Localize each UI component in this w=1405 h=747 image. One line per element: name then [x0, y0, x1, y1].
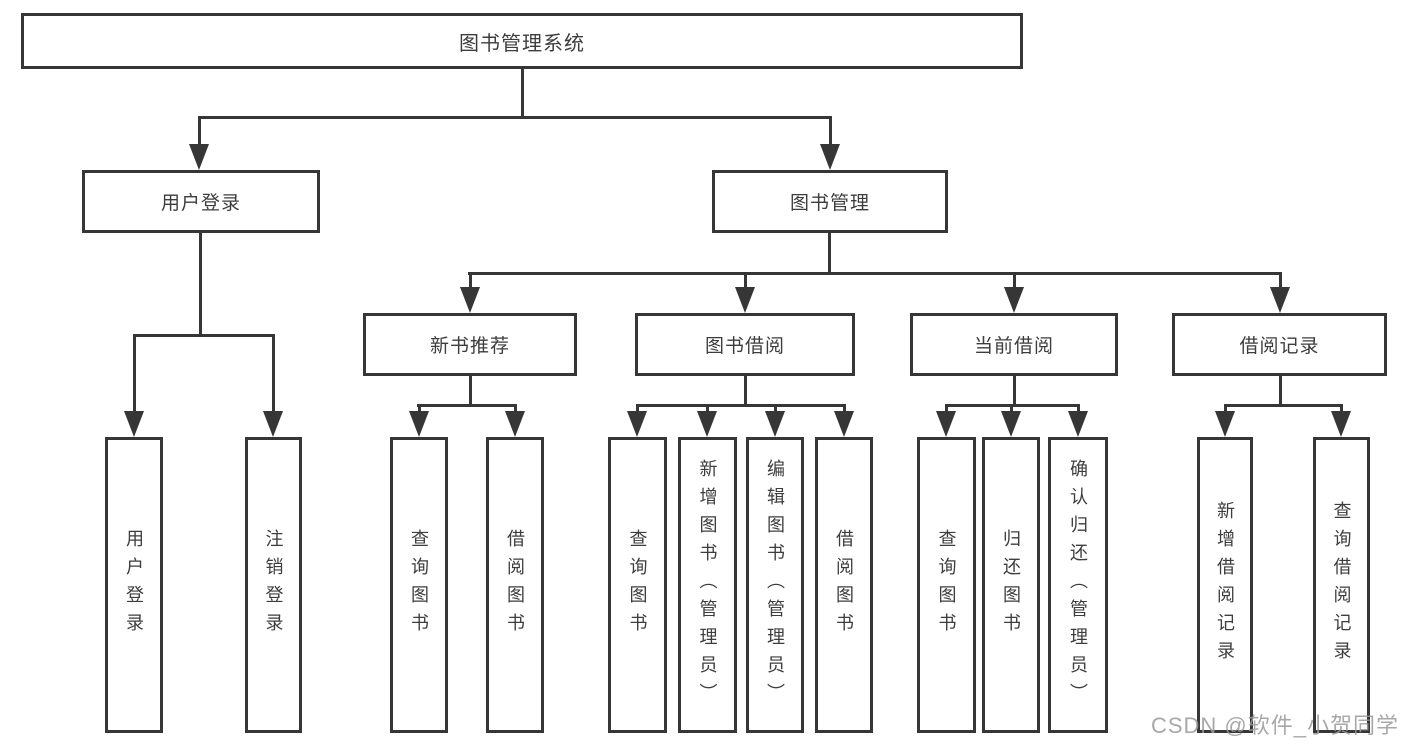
arrow-down-icon: [409, 411, 429, 437]
arrow-down-icon: [1331, 411, 1351, 437]
connector-book-borrowing-rail: [636, 404, 845, 407]
connector-drop-new-book: [469, 272, 472, 291]
leaf-user-login: 用户登录: [105, 437, 163, 733]
connector-book-borrowing-stem: [744, 376, 747, 405]
leaf-query-books-current: 查询图书: [917, 437, 976, 733]
leaf-confirm-return-admin: 确认归还（管理员）: [1048, 437, 1108, 733]
arrow-down-icon: [820, 144, 840, 170]
arrow-down-icon: [834, 411, 854, 437]
node-label: 查询图书: [627, 529, 648, 641]
arrow-down-icon: [936, 411, 956, 437]
node-new-book-recommend: 新书推荐: [363, 313, 577, 376]
connector-drop-leaf: [843, 404, 846, 415]
node-label: 注销登录: [263, 529, 284, 641]
node-label: 查询借阅记录: [1331, 501, 1352, 669]
node-label: 借阅图书: [834, 529, 854, 641]
connector-drop-leaf: [133, 334, 136, 415]
connector-new-book-stem: [469, 376, 472, 405]
node-label: 新增图书（管理员）: [697, 459, 718, 711]
node-label: 用户登录: [124, 529, 144, 641]
connector-new-book-rail: [417, 404, 517, 407]
connector-drop-leaf: [774, 404, 777, 415]
node-label: 用户登录: [160, 193, 241, 214]
connector-drop-leaf: [1010, 404, 1013, 415]
node-label: 借阅图书: [505, 529, 525, 641]
leaf-query-books-borrowing: 查询图书: [608, 437, 667, 733]
connector-current-borrowing-stem: [1013, 376, 1016, 405]
connector-user-login-stem: [199, 233, 202, 335]
connector-drop-leaf: [1340, 404, 1343, 415]
node-book-borrowing: 图书借阅: [635, 313, 855, 376]
connector-borrowing-records-stem: [1279, 376, 1282, 405]
connector-drop-leaf: [418, 404, 421, 415]
leaf-edit-books-admin: 编辑图书（管理员）: [746, 437, 804, 733]
connector-drop-book-management: [829, 116, 832, 148]
node-label: 编辑图书（管理员）: [765, 459, 785, 711]
node-label: 图书管理系统: [459, 32, 585, 55]
node-label: 图书管理: [789, 193, 870, 214]
arrow-down-icon: [1270, 287, 1290, 313]
connector-drop-leaf: [706, 404, 709, 415]
connector-drop-leaf: [636, 404, 639, 415]
arrow-down-icon: [1001, 411, 1021, 437]
connector-book-management-rail: [468, 272, 1281, 275]
connector-drop-leaf: [945, 404, 948, 415]
arrow-down-icon: [765, 411, 785, 437]
leaf-borrow-books: 借阅图书: [815, 437, 873, 733]
leaf-query-books-recommend: 查询图书: [390, 437, 448, 733]
arrow-down-icon: [1068, 411, 1088, 437]
node-label: 图书借阅: [704, 336, 785, 357]
leaf-logout: 注销登录: [245, 437, 302, 733]
arrow-down-icon: [189, 144, 209, 170]
node-borrowing-records: 借阅记录: [1172, 313, 1387, 376]
arrow-down-icon: [697, 411, 717, 437]
arrow-down-icon: [1215, 411, 1235, 437]
connector-drop-leaf: [1077, 404, 1080, 415]
connector-root-stem: [521, 69, 524, 117]
arrow-down-icon: [124, 411, 144, 437]
connector-drop-leaf: [272, 334, 275, 415]
node-label: 当前借阅: [973, 336, 1054, 357]
arrow-down-icon: [735, 287, 755, 313]
connector-drop-leaf: [1224, 404, 1227, 415]
leaf-return-books: 归还图书: [982, 437, 1040, 733]
node-label: 归还图书: [1001, 529, 1021, 641]
connector-book-management-stem: [828, 233, 831, 273]
connector-user-login-rail: [133, 334, 274, 337]
connector-drop-leaf: [514, 404, 517, 415]
arrow-down-icon: [460, 287, 480, 313]
arrow-down-icon: [627, 411, 647, 437]
node-label: 查询图书: [936, 529, 957, 641]
node-library-management-system: 图书管理系统: [21, 13, 1023, 69]
node-label: 新增借阅记录: [1215, 501, 1235, 669]
connector-drop-user-login: [198, 116, 201, 148]
leaf-borrow-books-recommend: 借阅图书: [486, 437, 544, 733]
node-label: 借阅记录: [1239, 336, 1320, 357]
leaf-add-borrow-record: 新增借阅记录: [1197, 437, 1253, 733]
leaf-add-books-admin: 新增图书（管理员）: [678, 437, 737, 733]
node-user-login: 用户登录: [82, 170, 320, 233]
arrow-down-icon: [505, 411, 525, 437]
connector-borrowing-records-rail: [1224, 404, 1342, 407]
node-label: 查询图书: [409, 529, 429, 641]
arrow-down-icon: [1004, 287, 1024, 313]
node-current-borrowing: 当前借阅: [910, 313, 1118, 376]
watermark: CSDN @软件_小贺同学: [1150, 713, 1399, 738]
node-label: 新书推荐: [429, 336, 510, 357]
connector-drop-borrowing-records: [1279, 272, 1282, 291]
node-label: 确认归还（管理员）: [1068, 459, 1088, 711]
connector-drop-current-borrowing: [1013, 272, 1016, 291]
leaf-query-borrow-record: 查询借阅记录: [1313, 437, 1370, 733]
connector-root-rail: [198, 116, 831, 119]
connector-drop-book-borrowing: [744, 272, 747, 291]
arrow-down-icon: [263, 411, 283, 437]
node-book-management: 图书管理: [712, 170, 948, 233]
